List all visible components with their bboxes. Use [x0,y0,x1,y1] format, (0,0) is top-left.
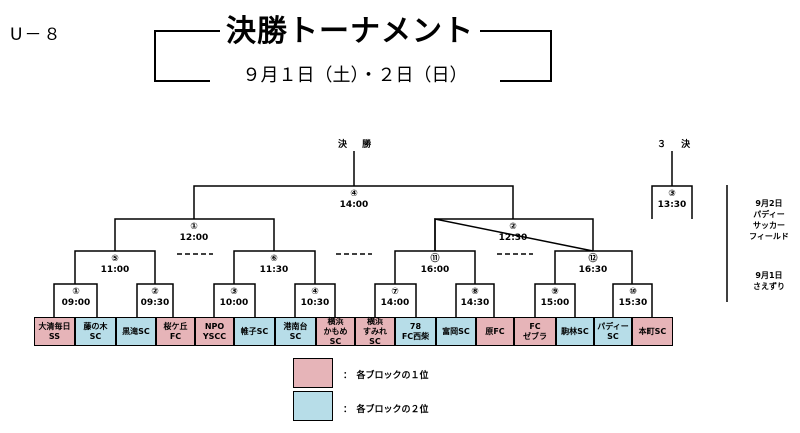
match-number: ① [72,287,80,297]
team-cell: 大清毎日 SS [34,317,75,346]
venue-info: 9月2日パディー サッカー フィールド [740,198,798,242]
page-title: 決勝トーナメント [220,6,480,50]
match-time: 10:00 [219,298,249,308]
match-number: ③ [230,287,238,297]
legend-swatch-rank1 [293,358,333,388]
venue-date: 9月2日 [755,199,783,208]
match-number: ② [509,222,517,232]
final-round-label: 決 勝 [338,140,378,150]
match-time: 11:00 [100,265,130,275]
team-cell: 富岡SC [436,317,476,346]
team-cell: 横浜 かもめ SC [316,317,355,346]
venue-info: 9月1日さえずり [740,270,798,292]
team-cell: 78 FC西柴 [395,317,436,346]
team-cell: 桜ケ丘 FC [156,317,195,346]
team-cell: 原FC [476,317,514,346]
match-time: 12:30 [498,233,528,243]
legend-label-rank1: ： 各ブロックの１位 [343,371,429,381]
match-number: ④ [350,189,358,199]
match-number: ⑥ [270,254,278,264]
team-cell: 横浜 すみれ SC [355,317,395,346]
match-time: 15:00 [540,298,570,308]
match-time: 16:30 [578,265,608,275]
match-number: ⑤ [111,254,119,264]
team-cell: 黒滝SC [116,317,156,346]
team-cell: 本町SC [632,317,673,346]
match-time: 13:30 [657,200,687,210]
team-cell: FC ゼブラ [514,317,556,346]
match-number: ⑨ [551,287,559,297]
match-number: ③ [668,189,676,199]
match-time: 15:30 [618,298,648,308]
team-cell: 駒林SC [556,317,594,346]
match-number: ⑫ [588,254,598,264]
match-time: 10:30 [300,298,330,308]
match-time: 14:00 [380,298,410,308]
team-cell: 帷子SC [234,317,275,346]
match-time: 09:00 [61,298,91,308]
team-cell: NPO YSCC [195,317,234,346]
match-time: 12:00 [179,233,209,243]
match-number: ⑧ [471,287,479,297]
match-time: 11:30 [259,265,289,275]
match-number: ① [190,222,198,232]
team-cell: パディー SC [594,317,632,346]
match-number: ⑩ [629,287,637,297]
venue-place: さえずり [753,282,785,291]
match-time: 09:30 [140,298,170,308]
match-number: ⑦ [391,287,399,297]
match-number: ② [151,287,159,297]
venue-place: パディー サッカー フィールド [749,210,789,241]
match-time: 14:30 [460,298,490,308]
event-date: ９月１日（土）・２日（日） [210,61,500,87]
third-place-round-label: ３ 決 [657,140,697,150]
venue-date: 9月1日 [755,271,783,280]
match-number: ⑪ [430,254,440,264]
legend-swatch-rank2 [293,391,333,421]
team-cell: 港南台 SC [275,317,316,346]
legend-label-rank2: ： 各ブロックの２位 [343,405,429,415]
category-label: U－８ [10,25,63,45]
team-cell: 藤の木 SC [75,317,116,346]
match-time: 16:00 [420,265,450,275]
match-number: ④ [311,287,319,297]
match-time: 14:00 [339,200,369,210]
